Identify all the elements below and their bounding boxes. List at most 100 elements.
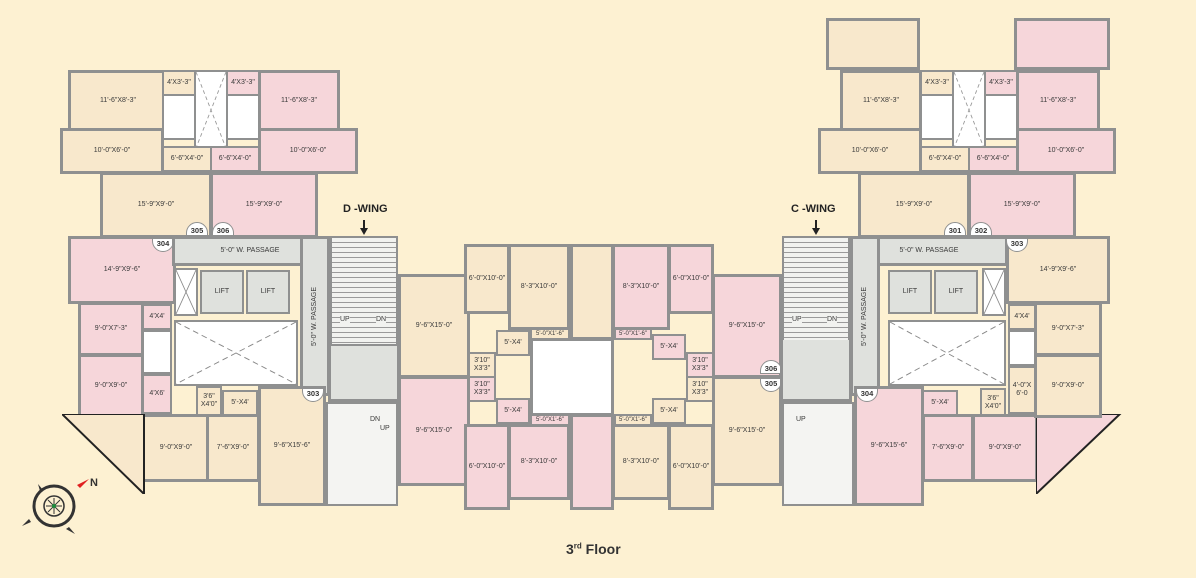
- room-301-bath: 5'-X4': [496, 330, 530, 356]
- room-306-living: 15'-9"X9'-0": [210, 172, 318, 238]
- room-302-living: 9'-6"X15'-0": [398, 376, 470, 486]
- lift-1: LIFT: [200, 270, 244, 314]
- c-wing-label: C -WING: [791, 203, 836, 215]
- room-303-bath: 5'-X4': [222, 390, 258, 416]
- c-stair2-up-label: UP: [796, 416, 806, 423]
- room-305c-living: 9'-6"X15'-0": [712, 376, 782, 486]
- room-302-bedroom-2: 8'-3"X10'-0": [508, 424, 570, 500]
- d-wing-label: D -WING: [343, 203, 388, 215]
- flat-number-301-c: 301: [944, 222, 966, 236]
- c-wing-staircase-2: [782, 402, 854, 506]
- room-302c-bedroom: 11'-6"X8'-3": [1016, 70, 1100, 132]
- duct-shaft: [194, 70, 228, 150]
- room-305c-bedroom-2: 8'-3"X10'-0": [612, 424, 670, 500]
- room-301-wc: 3'10" X3'3": [468, 352, 496, 378]
- room-303c-kitchen: 9'-0"X7'-3": [1034, 302, 1102, 356]
- room-303c-bath: 4'-0"X 6'-0: [1008, 366, 1036, 414]
- room-306c-bedroom-2: 8'-3"X10'-0": [612, 244, 670, 330]
- room-306c-duct: 5'-0"X1'-6": [614, 328, 652, 340]
- room-305-toilet: 4'X3'-3": [162, 70, 196, 96]
- room-304c-bedroom-1: 9'-0"X9'-0": [972, 414, 1038, 482]
- room-301c-bedroom: 11'-6"X8'-3": [840, 70, 922, 132]
- c-duct-shaft: [952, 70, 986, 150]
- d-wing-balcony-wedge: [62, 414, 145, 494]
- room-305-bedroom: 11'-6"X8'-3": [68, 70, 168, 132]
- room-302-bath: 5'-X4': [496, 398, 530, 424]
- room-301-living: 9'-6"X15'-0": [398, 274, 470, 378]
- shaft: [162, 94, 196, 140]
- room-302-bedroom-1: 6'-0"X10'-0": [464, 424, 510, 510]
- d-wing-entry-arrowhead: [360, 228, 368, 235]
- center-balcony-bottom: [570, 414, 614, 510]
- room-305c-bedroom-1: 6'-0"X10'-0": [668, 424, 714, 510]
- shaft: [920, 94, 954, 140]
- stair2-up-label: UP: [380, 425, 390, 432]
- stair-down-label: DN: [376, 316, 387, 323]
- d-wing-staircase-2: [326, 402, 398, 506]
- floor-title: 3rd Floor: [566, 541, 621, 557]
- flat-number-303: 303: [302, 388, 324, 402]
- c-small-shaft: [982, 268, 1006, 316]
- room-306c-bedroom-1: 6'-0"X10'-0": [668, 244, 714, 314]
- d-wing-lobby: [328, 340, 400, 402]
- stair-up-label: UP: [340, 316, 350, 323]
- room-302-wc: 3'10" X3'3": [468, 376, 496, 402]
- room-301-bedroom-2: 8'-3"X10'-0": [508, 244, 570, 330]
- room-303-bedroom-1: 9'-0"X9'-0": [142, 414, 210, 482]
- room-304c-living: 9'-6"X15'-6": [854, 386, 924, 506]
- room-306c-wc: 3'10" X3'3": [686, 352, 714, 378]
- room-303-toilet: 3'6" X4'0": [196, 386, 222, 416]
- flat-number-306: 306: [212, 222, 234, 236]
- c-wing-entry-arrow: [815, 220, 817, 228]
- room-301-bedroom-1: 6'-0"X10'-0": [464, 244, 510, 314]
- shaft: [226, 94, 260, 140]
- center-balcony-top: [570, 244, 614, 340]
- room-304-kitchen: 9'-0"X7'-3": [78, 302, 144, 356]
- room-306c-bath: 5'-X4': [652, 334, 686, 360]
- room-302c-bath: 6'-6"X4'-0": [968, 146, 1018, 172]
- room-303-bedroom-2: 7'-6"X9'-0": [206, 414, 260, 482]
- room-303c-wc: 4'X4': [1008, 304, 1036, 330]
- c-wing-staircase: [782, 236, 850, 346]
- lift-2: LIFT: [246, 270, 290, 314]
- room-301c-kitchen: 10'-0"X6'-0": [818, 128, 922, 174]
- room-304-wc: 4'X4': [142, 304, 172, 330]
- flat-number-305: 305: [186, 222, 208, 236]
- stair2-down-label: DN: [370, 416, 381, 423]
- c-top-left-terrace: [826, 18, 920, 70]
- shaft: [984, 94, 1018, 140]
- c-wing-balcony-wedge: [1036, 414, 1122, 494]
- c-lift-2: LIFT: [934, 270, 978, 314]
- room-305-kitchen: 10'-0"X6'-0": [60, 128, 164, 174]
- room-306-kitchen: 10'-0"X6'-0": [258, 128, 358, 174]
- central-courtyard: [530, 338, 614, 416]
- c-top-right-terrace: [1014, 18, 1110, 70]
- room-306-bedroom: 11'-6"X8'-3": [258, 70, 340, 132]
- room-304c-bath: 5'-X4': [922, 390, 958, 416]
- c-stair-down-label: DN: [827, 316, 838, 323]
- c-wing-entry-arrowhead: [812, 228, 820, 235]
- room-302c-kitchen: 10'-0"X6'-0": [1016, 128, 1116, 174]
- room-303c-bedroom: 9'-0"X9'-0": [1034, 354, 1102, 418]
- d-wing-passage-vertical: 5'-0" W. PASSAGE: [300, 236, 330, 396]
- compass-icon: [22, 479, 89, 534]
- room-305c-wc: 3'10" X3'3": [686, 376, 714, 402]
- small-shaft: [174, 268, 198, 316]
- shaft: [1008, 330, 1036, 366]
- room-304-bath: 4'X6': [142, 374, 172, 414]
- c-lift-1: LIFT: [888, 270, 932, 314]
- shaft: [142, 330, 172, 374]
- room-306-bath: 6'-6"X4'-0": [210, 146, 260, 172]
- c-wing-lobby: [780, 340, 852, 402]
- room-306-toilet: 4'X3'-3": [226, 70, 260, 96]
- room-301c-bath: 6'-6"X4'-0": [920, 146, 970, 172]
- room-304-bedroom: 9'-0"X9'-0": [78, 354, 144, 418]
- room-303-living: 9'-6"X15'-6": [258, 386, 326, 506]
- flat-number-302-c: 302: [970, 222, 992, 236]
- d-wing-entry-arrow: [363, 220, 365, 228]
- room-302c-toilet: 4'X3'-3": [984, 70, 1018, 96]
- d-wing-staircase: [330, 236, 398, 346]
- c-wing-passage-vertical: 5'-0" W. PASSAGE: [850, 236, 880, 396]
- compass-north-label: N: [90, 477, 98, 489]
- central-void: [174, 320, 298, 386]
